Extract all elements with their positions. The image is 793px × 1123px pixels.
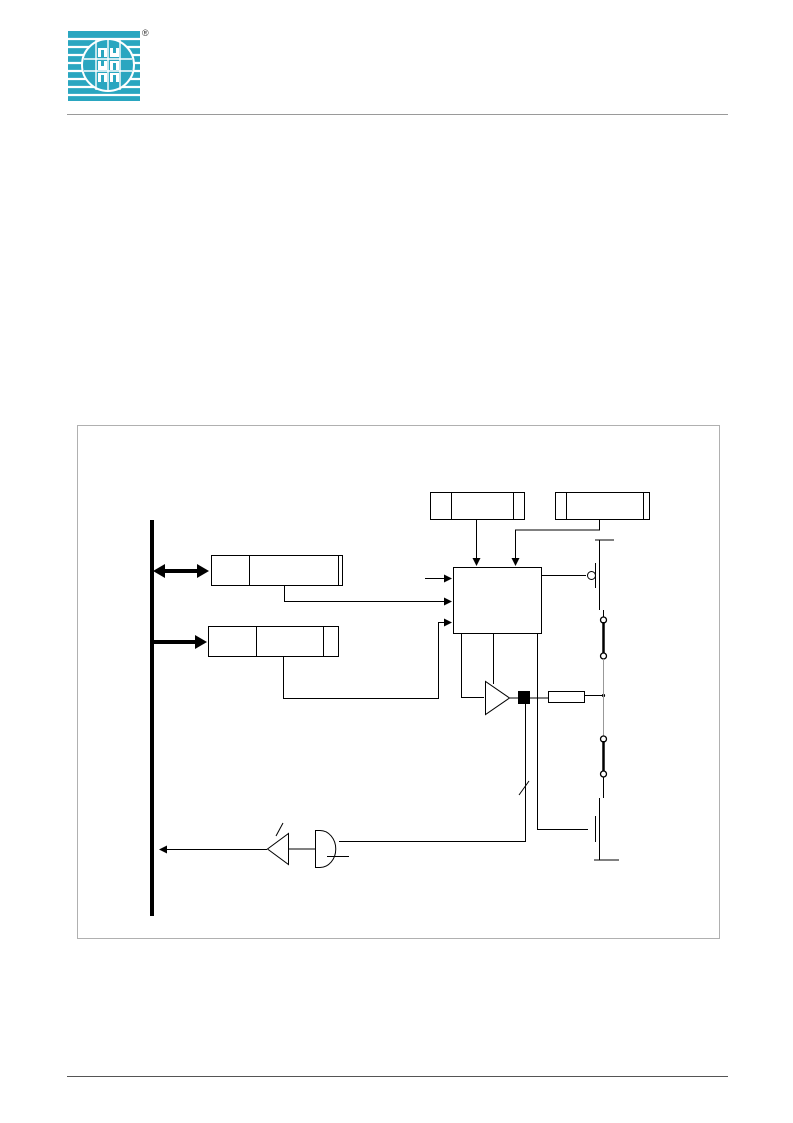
top-right-block: [555, 492, 650, 520]
bus-output-arrow: [153, 635, 207, 649]
diagram-frame: [77, 425, 720, 939]
output-resistor: [548, 691, 585, 703]
control-logic-block: [453, 567, 542, 634]
header-divider: [67, 114, 728, 115]
bidirectional-bus-arrow: [153, 564, 209, 578]
bus-arrow-block: [211, 555, 343, 586]
output-pad: [518, 691, 530, 704]
lower-link: [599, 735, 608, 798]
registered-mark: ®: [142, 28, 149, 38]
pmos-transistor: [587, 539, 614, 610]
top-left-block: [430, 492, 525, 520]
bus-input-block: [208, 626, 339, 657]
nmos-transistor: [594, 798, 619, 861]
and-gate: [315, 830, 337, 868]
em-microelectronic-logo-icon: [68, 31, 140, 101]
output-buffer: [485, 680, 511, 716]
input-buffer: [266, 832, 289, 866]
upper-link: [599, 610, 608, 737]
footer-divider: [67, 1076, 728, 1077]
